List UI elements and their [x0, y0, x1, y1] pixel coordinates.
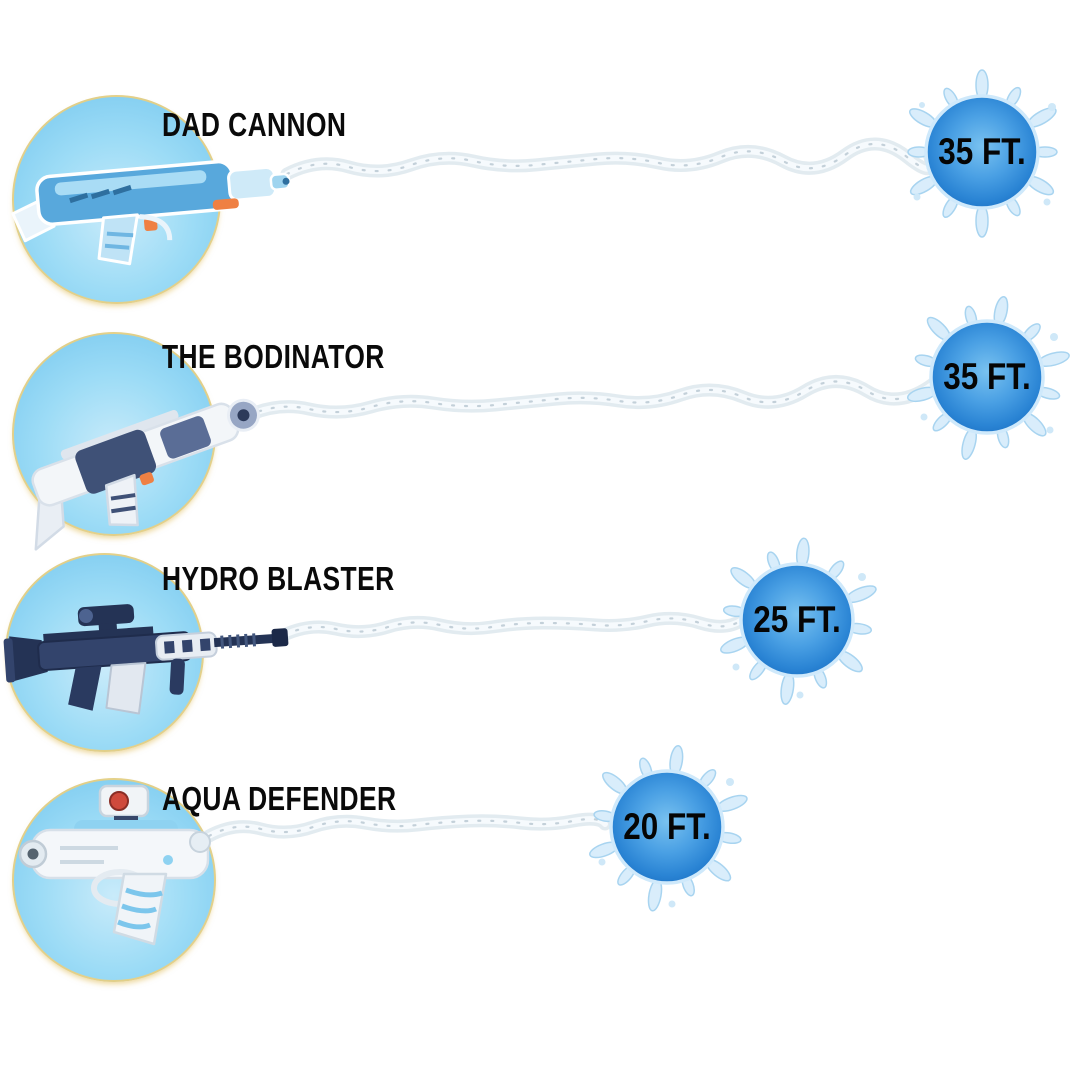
range-value: 25 FT.: [753, 599, 841, 640]
product-photo-circle: [12, 332, 216, 536]
range-badge: 25 FT.: [712, 535, 882, 705]
range-badge: 35 FT.: [897, 67, 1067, 238]
splash-icon: [907, 69, 1058, 238]
water-stream-icon: [202, 812, 612, 843]
product-name: THE BODINATOR: [162, 338, 385, 375]
splash-icon: [720, 537, 877, 705]
water-stream-icon: [280, 137, 938, 181]
range-badge: 35 FT.: [902, 292, 1072, 462]
water-stream-icon: [277, 611, 749, 642]
product-name: AQUA DEFENDER: [162, 780, 397, 817]
dad-cannon-water-gun-illustration: [11, 159, 291, 266]
product-name: HYDRO BLASTER: [162, 560, 395, 597]
splash-icon: [589, 745, 748, 912]
range-value: 35 FT.: [943, 356, 1031, 397]
aqua-defender-water-gun-illustration: [18, 784, 211, 946]
water-stream-icon: [240, 375, 940, 423]
range-value: 35 FT.: [938, 131, 1026, 172]
hydro-blaster-water-gun-illustration: [3, 604, 289, 715]
splash-icon: [906, 295, 1070, 460]
product-photo-circle: [5, 553, 204, 752]
product-name: DAD CANNON: [162, 106, 347, 143]
bodinator-water-gun-illustration: [31, 398, 260, 551]
range-value: 20 FT.: [623, 806, 711, 847]
range-badge: 20 FT.: [582, 742, 752, 912]
product-photo-circle: [12, 95, 221, 304]
product-photo-circle: [12, 778, 216, 982]
